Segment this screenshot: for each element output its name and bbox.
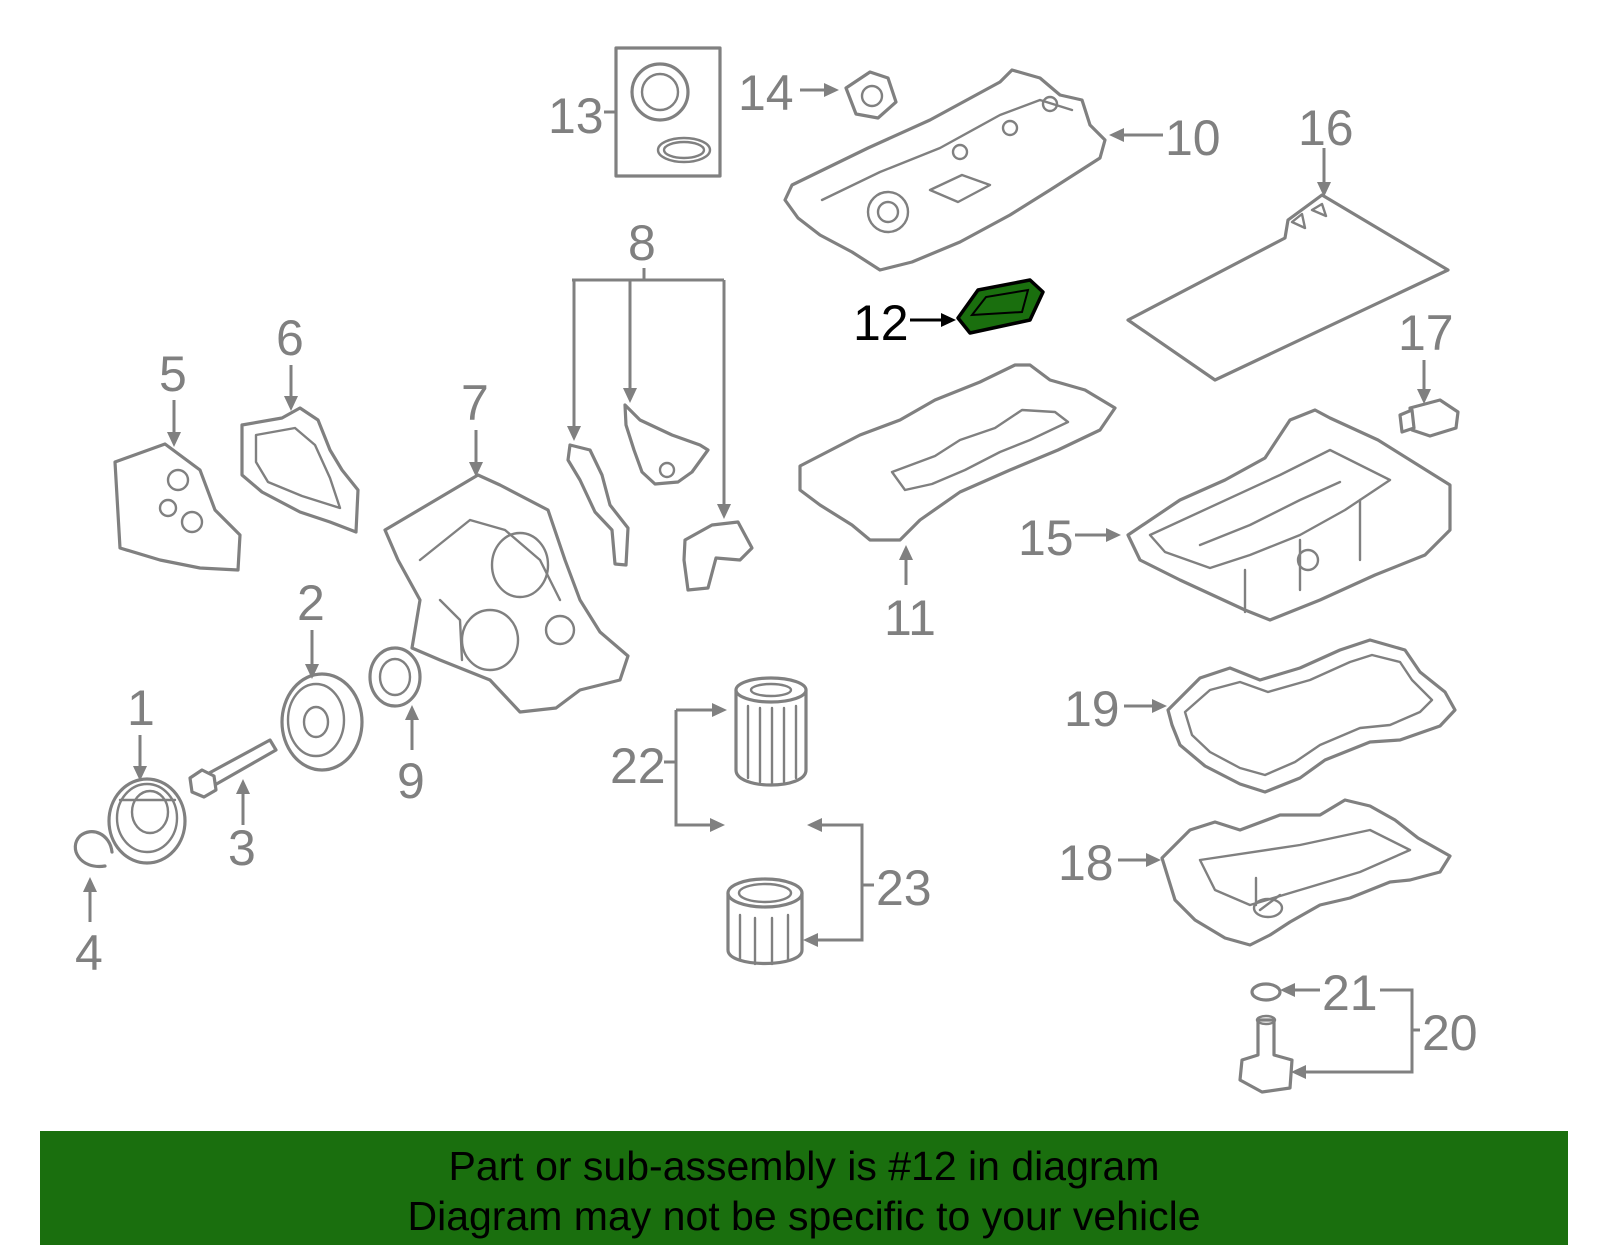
part-12-highlighted-gasket[interactable] [956, 278, 1045, 335]
callout-8: 8 [628, 215, 656, 271]
callout-4: 4 [75, 925, 103, 981]
callout-12: 12 [853, 295, 909, 351]
part-19-oil-pan-gasket[interactable] [1166, 638, 1457, 794]
callout-6: 6 [276, 310, 304, 366]
callout-19: 19 [1064, 681, 1120, 737]
callout-10: 10 [1165, 110, 1221, 166]
callout-23: 23 [876, 860, 932, 916]
part-5-cover[interactable] [113, 442, 242, 572]
part-8-gaskets[interactable] [566, 403, 754, 592]
callout-1: 1 [127, 680, 155, 736]
callout-11: 11 [884, 590, 936, 646]
banner-line-1: Part or sub-assembly is #12 in diagram [448, 1143, 1160, 1189]
callout-20: 20 [1422, 1005, 1478, 1061]
part-9-seal[interactable] [368, 646, 422, 708]
part-6-gasket[interactable] [240, 406, 360, 534]
part-21-washer[interactable] [1250, 982, 1282, 1002]
callout-7: 7 [461, 375, 489, 431]
part-17-oil-level-sensor[interactable] [1398, 398, 1460, 438]
callout-2: 2 [297, 575, 325, 631]
banner-line-2: Diagram may not be specific to your vehi… [407, 1193, 1201, 1239]
info-banner: Part or sub-assembly is #12 in diagram D… [40, 1131, 1568, 1245]
part-10-valve-cover[interactable] [783, 68, 1107, 272]
callout-3: 3 [228, 820, 256, 876]
callout-16: 16 [1298, 100, 1354, 156]
callout-14: 14 [738, 65, 794, 121]
part-16-baffle[interactable] [1126, 193, 1450, 382]
callout-13: 13 [548, 88, 604, 144]
part-4-snap-ring[interactable] [73, 830, 114, 869]
callout-21: 21 [1322, 965, 1378, 1021]
part-3-bolt[interactable] [188, 738, 278, 799]
part-18-lower-oil-pan[interactable] [1160, 798, 1452, 947]
part-7-timing-cover[interactable] [383, 473, 630, 714]
callout-15: 15 [1018, 510, 1074, 566]
part-23-filter-housing[interactable] [726, 877, 804, 966]
part-20-drain-plug[interactable] [1238, 1014, 1294, 1094]
part-2-pulley[interactable] [280, 672, 364, 772]
part-15-oil-pan[interactable] [1126, 408, 1452, 622]
callout-22: 22 [610, 738, 666, 794]
part-22-oil-filter[interactable] [734, 676, 808, 787]
part-14-sensor[interactable] [844, 70, 898, 120]
callout-9: 9 [397, 753, 425, 809]
callout-17: 17 [1398, 305, 1454, 361]
part-1-crankshaft-hub[interactable] [107, 777, 187, 865]
part-11-valve-cover-gasket[interactable] [798, 363, 1117, 542]
part-13-filler-cap-box[interactable] [614, 46, 722, 178]
callout-18: 18 [1058, 835, 1114, 891]
callout-5: 5 [159, 346, 187, 402]
